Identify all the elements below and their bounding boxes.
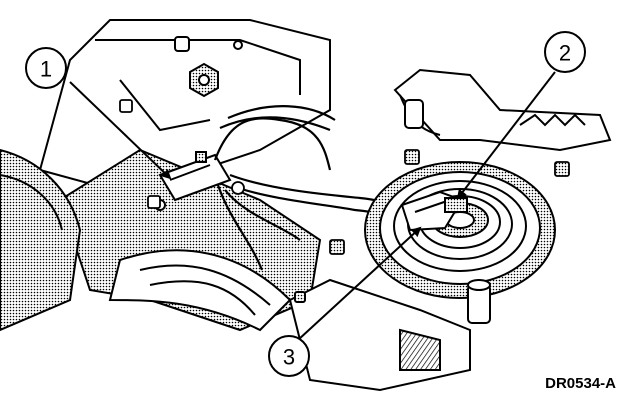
- steering-column-tube: [0, 148, 82, 332]
- support-post: [467, 279, 491, 324]
- firewall-bracket: [393, 68, 612, 152]
- callout-leaders: [69, 71, 556, 341]
- callout-2: 2: [544, 31, 586, 73]
- callout-number-1: 1: [40, 57, 52, 82]
- leader-3: [297, 226, 422, 341]
- pedal-bracket: [288, 278, 471, 392]
- leader-2: [456, 71, 556, 200]
- clockspring-assembly: [364, 161, 556, 299]
- column-shroud: [58, 148, 322, 332]
- callout-3: 3: [268, 335, 310, 377]
- mounting-bolt: [189, 62, 219, 98]
- callout-number-3: 3: [283, 345, 295, 370]
- figure-id: DR0534-A: [545, 375, 616, 392]
- clockspring-connector: [400, 190, 468, 232]
- callout-number-2: 2: [559, 41, 571, 66]
- leader-1: [69, 81, 172, 180]
- callout-1: 1: [25, 47, 67, 89]
